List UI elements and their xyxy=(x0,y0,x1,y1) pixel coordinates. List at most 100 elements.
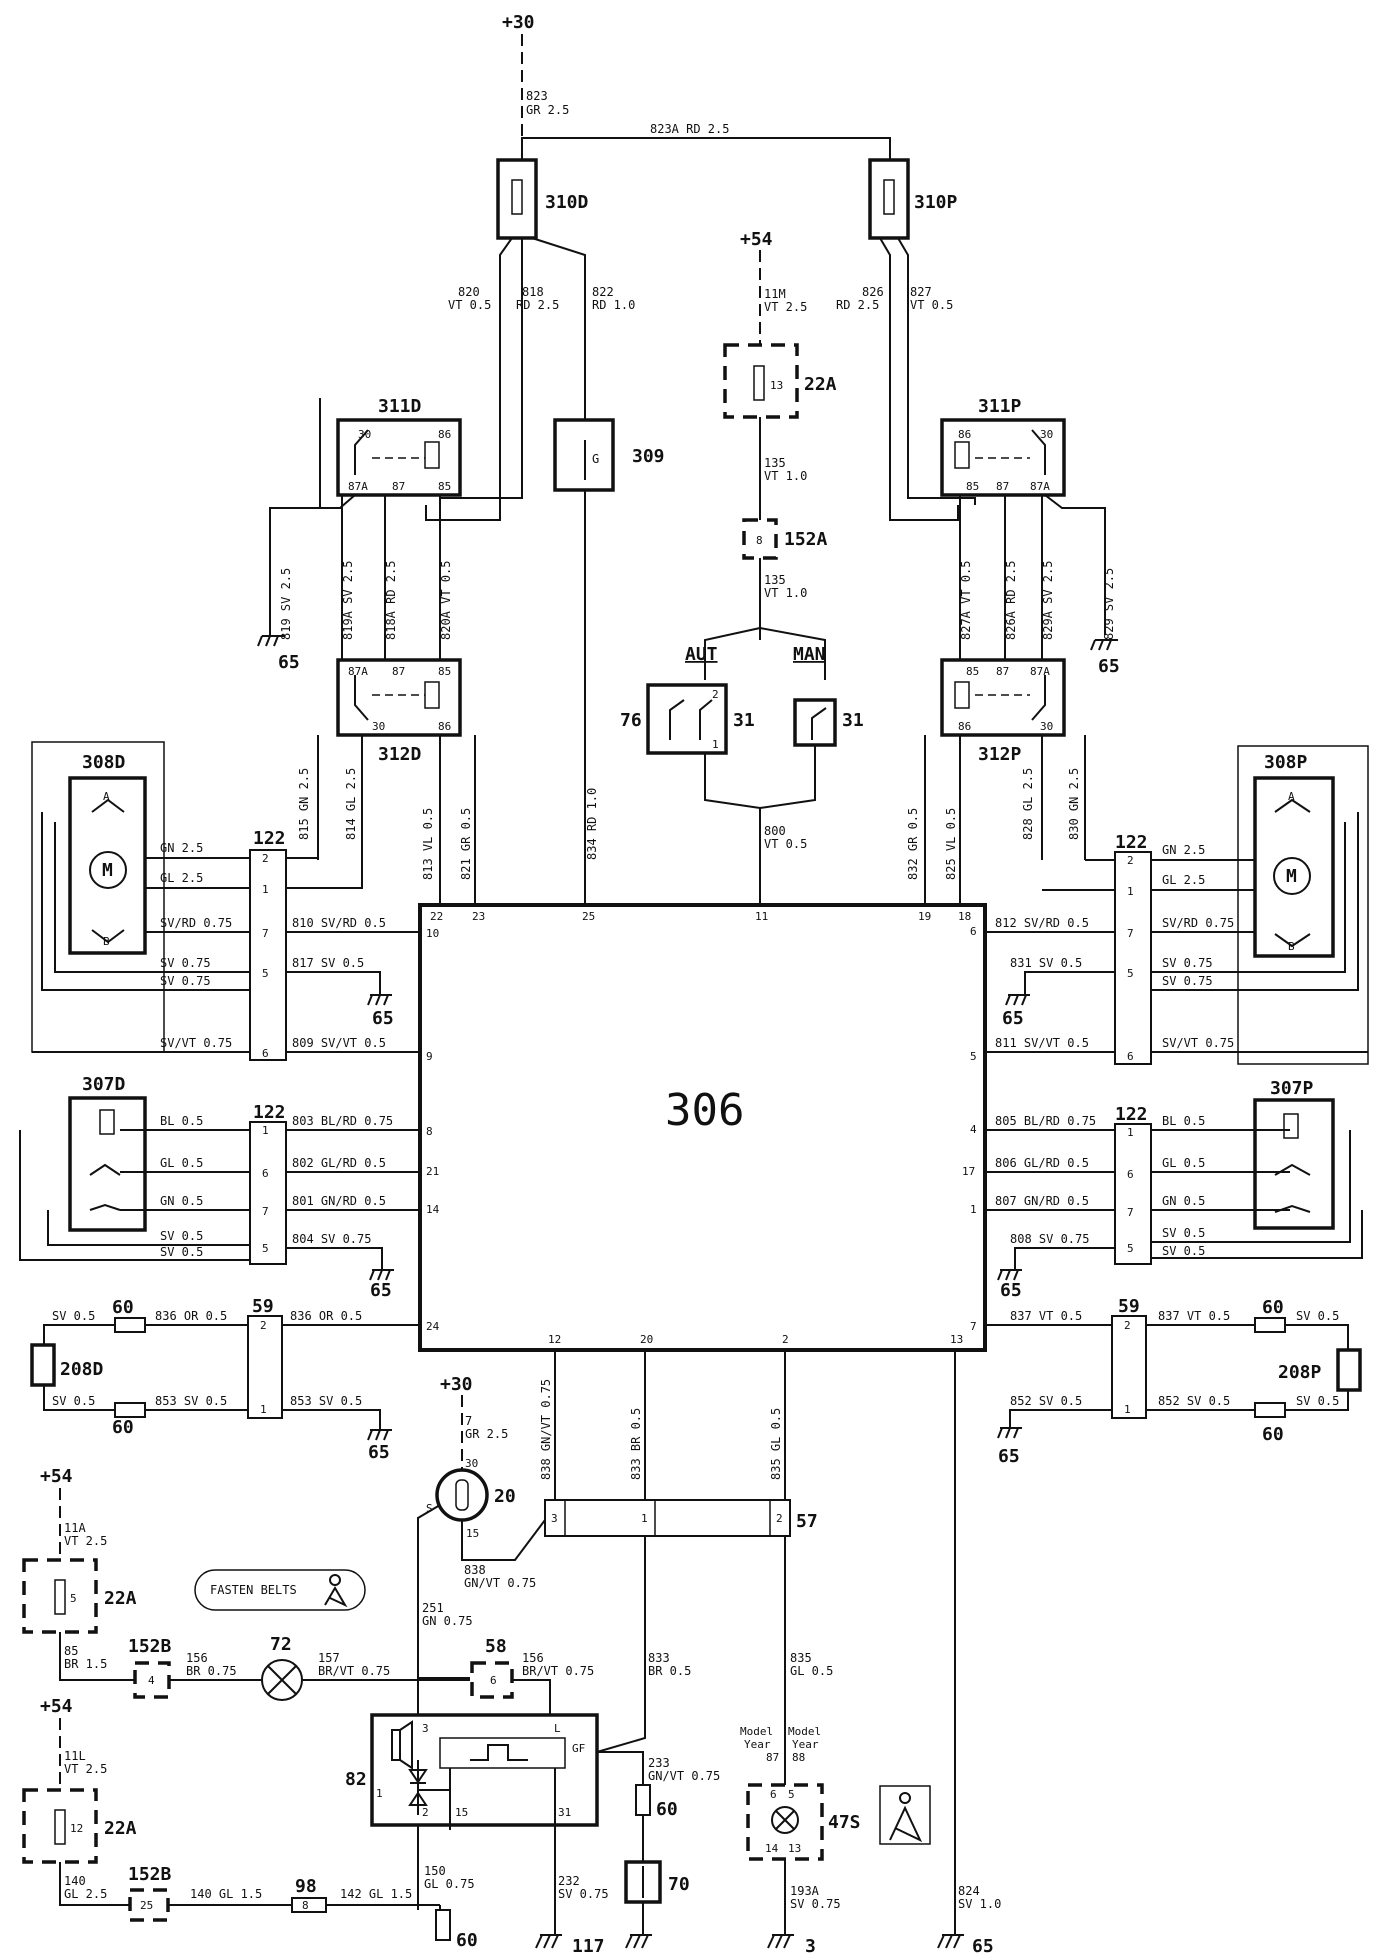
svg-text:311P: 311P xyxy=(978,396,1022,417)
svg-text:826A RD 2.5: 826A RD 2.5 xyxy=(1004,561,1018,640)
svg-text:VT 0.5: VT 0.5 xyxy=(448,298,491,312)
svg-text:87A: 87A xyxy=(348,665,368,678)
svg-text:823: 823 xyxy=(526,89,548,103)
svg-text:828 GL 2.5: 828 GL 2.5 xyxy=(1021,768,1035,840)
svg-text:FASTEN BELTS: FASTEN BELTS xyxy=(210,1583,297,1597)
relay-311P: 311P 86 30 85 87 87A xyxy=(940,396,1106,635)
svg-text:RD 1.0: RD 1.0 xyxy=(592,298,635,312)
svg-text:65: 65 xyxy=(370,1280,392,1301)
conn-57: 3 1 2 57 xyxy=(544,1499,818,1537)
svg-text:1: 1 xyxy=(262,883,269,896)
svg-text:SV 0.75: SV 0.75 xyxy=(160,974,211,988)
svg-text:6: 6 xyxy=(1127,1050,1134,1063)
svg-text:87A: 87A xyxy=(1030,480,1050,493)
svg-text:2: 2 xyxy=(782,1333,789,1346)
svg-text:1: 1 xyxy=(641,1512,648,1525)
svg-text:10: 10 xyxy=(426,927,439,940)
svg-text:232: 232 xyxy=(558,1874,580,1888)
svg-text:25: 25 xyxy=(582,910,595,923)
svg-text:308P: 308P xyxy=(1264,752,1308,773)
svg-text:24: 24 xyxy=(426,1320,440,1333)
svg-text:72: 72 xyxy=(270,1634,292,1655)
svg-text:2: 2 xyxy=(260,1319,267,1332)
svg-text:808 SV 0.75: 808 SV 0.75 xyxy=(1010,1232,1089,1246)
fuse-22A-upper-left: +54 11A VT 2.5 5 22A 85 BR 1.5 xyxy=(22,1466,137,1681)
svg-text:L: L xyxy=(554,1722,561,1735)
svg-text:22: 22 xyxy=(430,910,443,923)
relay-311D: 311D 30 86 87A 87 85 xyxy=(269,396,462,635)
switch-76-aut-man: AUT MAN 2 1 76 31 31 800 VT 0.5 xyxy=(620,644,864,905)
svg-text:SV/RD 0.75: SV/RD 0.75 xyxy=(160,916,232,930)
svg-text:SV/RD 0.75: SV/RD 0.75 xyxy=(1162,916,1234,930)
svg-text:122: 122 xyxy=(1115,1104,1148,1125)
conn-122-right-top: 122 2 1 7 5 6 812 SV/RD 0.5 831 SV 0.5 6… xyxy=(985,812,1368,1065)
svg-text:7: 7 xyxy=(262,927,269,940)
svg-text:+54: +54 xyxy=(40,1696,73,1717)
svg-text:835: 835 xyxy=(790,1651,812,1665)
svg-text:VT 2.5: VT 2.5 xyxy=(64,1762,107,1776)
svg-text:837 VT 0.5: 837 VT 0.5 xyxy=(1158,1309,1230,1323)
svg-text:BR 0.75: BR 0.75 xyxy=(186,1664,237,1678)
svg-text:4: 4 xyxy=(970,1123,977,1136)
svg-text:87: 87 xyxy=(392,480,405,493)
svg-text:BR/VT 0.75: BR/VT 0.75 xyxy=(522,1664,594,1678)
svg-text:70: 70 xyxy=(668,1874,690,1895)
svg-text:60: 60 xyxy=(1262,1297,1284,1318)
conn-122-left-bottom: 122 1 6 7 5 BL 0.5 GL 0.5 GN 0.5 SV 0.5 … xyxy=(120,1102,420,1301)
svg-text:837 VT 0.5: 837 VT 0.5 xyxy=(1010,1309,1082,1323)
svg-text:819 SV 2.5: 819 SV 2.5 xyxy=(279,568,293,640)
svg-text:310P: 310P xyxy=(914,192,958,213)
svg-text:6: 6 xyxy=(490,1674,497,1687)
relay-312D: 87A 87 85 30 86 312D xyxy=(336,658,462,765)
svg-text:98: 98 xyxy=(295,1876,317,1897)
svg-text:31: 31 xyxy=(733,710,755,731)
svg-text:309: 309 xyxy=(632,446,665,467)
svg-text:GL 2.5: GL 2.5 xyxy=(1162,873,1205,887)
svg-text:65: 65 xyxy=(1098,656,1120,677)
svg-text:807 GN/RD 0.5: 807 GN/RD 0.5 xyxy=(995,1194,1089,1208)
svg-text:307P: 307P xyxy=(1270,1078,1314,1099)
svg-text:809 SV/VT 0.5: 809 SV/VT 0.5 xyxy=(292,1036,386,1050)
svg-text:86: 86 xyxy=(438,428,451,441)
svg-text:1: 1 xyxy=(262,1124,269,1137)
svg-text:GL 2.5: GL 2.5 xyxy=(160,871,203,885)
svg-text:5: 5 xyxy=(262,967,269,980)
svg-text:1: 1 xyxy=(712,738,719,751)
svg-text:88: 88 xyxy=(792,1751,805,1764)
svg-text:+30: +30 xyxy=(440,1374,473,1395)
svg-text:VT 1.0: VT 1.0 xyxy=(764,469,807,483)
sensor-309: G 309 834 RD 1.0 xyxy=(553,418,665,905)
svg-text:208D: 208D xyxy=(60,1359,104,1380)
svg-text:19: 19 xyxy=(918,910,931,923)
wires-relay-interconnect-right: 827A VT 0.5 826A RD 2.5 829A SV 2.5 829 … xyxy=(959,495,1120,677)
svg-text:7: 7 xyxy=(970,1320,977,1333)
svg-text:20: 20 xyxy=(494,1486,516,1507)
svg-text:800: 800 xyxy=(764,824,786,838)
svg-text:76: 76 xyxy=(620,710,642,731)
svg-text:BL 0.5: BL 0.5 xyxy=(160,1114,203,1128)
svg-text:65: 65 xyxy=(1002,1008,1024,1029)
svg-text:47S: 47S xyxy=(828,1812,861,1833)
svg-text:819A SV 2.5: 819A SV 2.5 xyxy=(341,561,355,640)
fuse-310P: 310P xyxy=(868,158,958,240)
svg-text:RD 2.5: RD 2.5 xyxy=(516,298,559,312)
svg-text:2: 2 xyxy=(422,1806,429,1819)
svg-text:15: 15 xyxy=(466,1527,479,1540)
svg-text:86: 86 xyxy=(958,720,971,733)
svg-text:3: 3 xyxy=(422,1722,429,1735)
svg-text:810 SV/RD 0.5: 810 SV/RD 0.5 xyxy=(292,916,386,930)
svg-text:65: 65 xyxy=(278,652,300,673)
svg-text:307D: 307D xyxy=(82,1074,126,1095)
svg-text:311D: 311D xyxy=(378,396,422,417)
svg-text:87A: 87A xyxy=(1030,665,1050,678)
svg-text:838: 838 xyxy=(464,1563,486,1577)
svg-text:852 SV 0.5: 852 SV 0.5 xyxy=(1158,1394,1230,1408)
svg-text:152B: 152B xyxy=(128,1864,172,1885)
svg-text:11: 11 xyxy=(755,910,768,923)
wires-relay-interconnect-left: 819 SV 2.5 819A SV 2.5 818A RD 2.5 820A … xyxy=(257,495,453,673)
svg-text:7: 7 xyxy=(262,1205,269,1218)
svg-text:60: 60 xyxy=(112,1417,134,1438)
svg-text:30: 30 xyxy=(465,1457,478,1470)
svg-text:8: 8 xyxy=(756,534,763,547)
